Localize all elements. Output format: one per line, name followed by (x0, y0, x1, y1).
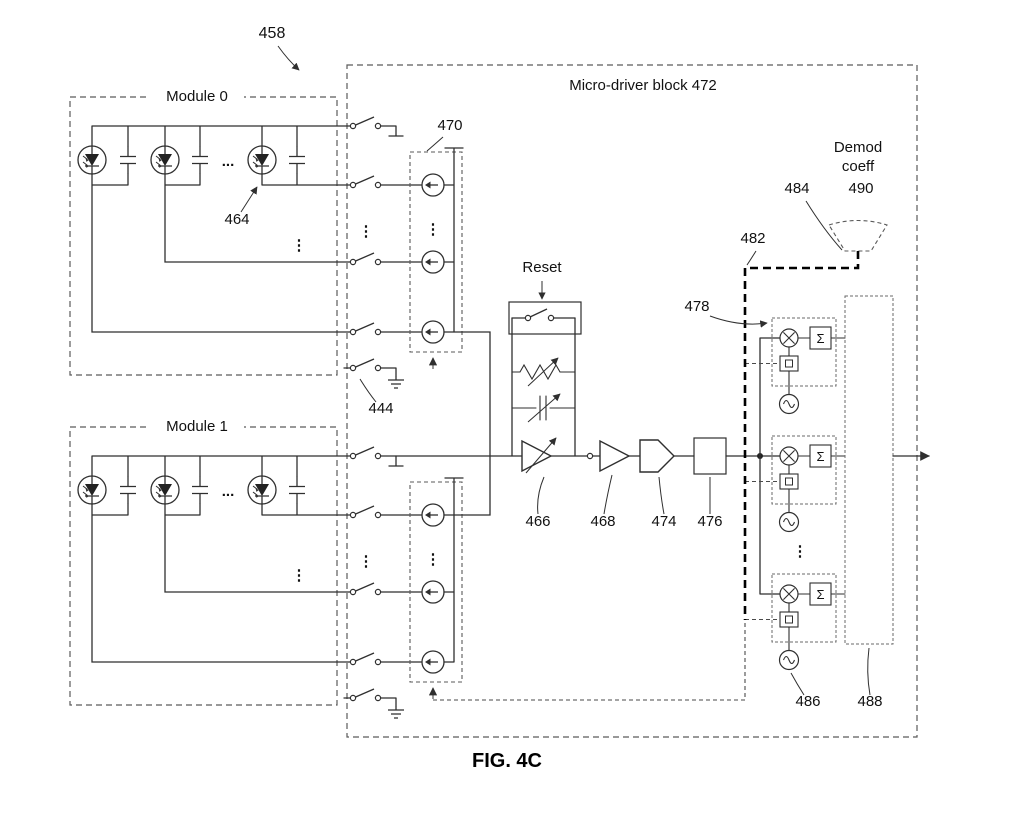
converter-474 (639, 439, 675, 473)
leader-484 (805, 200, 843, 251)
current-source-output-taps (453, 331, 491, 516)
channel-input-bus (759, 337, 781, 595)
ref-490: 490 (848, 180, 873, 197)
leader-458 (277, 45, 300, 71)
reset-switch-contact (524, 314, 532, 322)
leader-486 (790, 672, 805, 696)
leader-478 (709, 315, 768, 328)
leader-482 (746, 250, 757, 266)
ref-474: 474 (651, 513, 676, 530)
variable-resistor (511, 363, 576, 381)
ref-458: 458 (259, 25, 286, 42)
leader-468 (603, 474, 613, 515)
ref-484: 484 (784, 180, 809, 197)
reset-feedback-network (508, 301, 582, 457)
ref-466: 466 (525, 513, 550, 530)
amplifier-468 (599, 440, 630, 472)
module-1-label: Module 1 (166, 418, 228, 435)
ref-482: 482 (740, 230, 765, 247)
module-0-label: Module 0 (166, 88, 228, 105)
feedback-rails (511, 317, 576, 457)
variable-resistor-arrow (527, 357, 559, 387)
micro-driver-block-boundary (346, 64, 918, 738)
ref-476: 476 (697, 513, 722, 530)
variable-capacitor-arrow (527, 393, 561, 423)
module-1-cells (70, 427, 463, 718)
output-block-488-box (844, 295, 894, 645)
leader-488 (867, 647, 871, 696)
module-0-cells (70, 97, 463, 388)
leader-470 (426, 136, 444, 152)
reset-switch-blade (529, 308, 548, 318)
demod-coeff-bus-482 (743, 251, 860, 620)
leader-466 (537, 476, 545, 515)
ref-478: 478 (684, 298, 709, 315)
ref-486: 486 (795, 693, 820, 710)
leader-464 (240, 186, 258, 213)
ref-444: 444 (368, 400, 393, 417)
demod-coeff-funnel (828, 219, 888, 252)
block-476 (693, 437, 727, 475)
reset-switch-box (508, 301, 582, 335)
variable-gain-arrow (525, 437, 557, 474)
module-1-label-bg (150, 418, 244, 435)
ref-488: 488 (857, 693, 882, 710)
reset-switch-contact (547, 314, 555, 322)
ref-468: 468 (590, 513, 615, 530)
module-0-label-bg (150, 88, 244, 105)
node-contact (586, 452, 594, 460)
leader-474 (658, 476, 665, 515)
timing-dashed-line (433, 621, 746, 701)
demod-coeff-label-line2: coeff (842, 158, 875, 175)
amplifier-466 (521, 440, 552, 472)
reset-label: Reset (522, 259, 562, 276)
demod-coeff-label-line1: Demod (834, 139, 882, 156)
variable-capacitor (511, 395, 576, 421)
ref-464: 464 (224, 211, 249, 228)
ref-470: 470 (437, 117, 462, 134)
ellipsis-vertical: ⋮ (793, 543, 808, 560)
micro-driver-block-label: Micro-driver block 472 (569, 77, 717, 94)
figure-caption: FIG. 4C (472, 750, 542, 772)
leader-444 (359, 378, 377, 403)
